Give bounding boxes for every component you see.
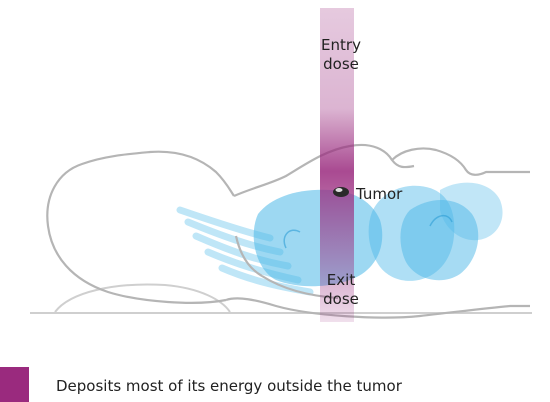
entry-dose-line2: dose <box>323 55 359 73</box>
pillow-outline <box>54 283 231 313</box>
tumor-marker <box>333 187 349 197</box>
exit-dose-label: Exit dose <box>304 271 378 309</box>
legend-text: Deposits most of its energy outside the … <box>56 377 402 395</box>
exit-dose-line2: dose <box>323 290 359 308</box>
legend-swatch <box>0 367 29 402</box>
heart <box>400 199 479 281</box>
entry-dose-line1: Entry <box>321 36 361 54</box>
entry-dose-label: Entry dose <box>304 36 378 74</box>
exit-dose-line1: Exit <box>326 271 356 289</box>
body-outline <box>46 143 530 319</box>
organs <box>253 182 503 287</box>
tumor-label: Tumor <box>356 185 403 203</box>
radiation-beam <box>320 8 354 322</box>
abdomen-organ <box>440 182 503 241</box>
